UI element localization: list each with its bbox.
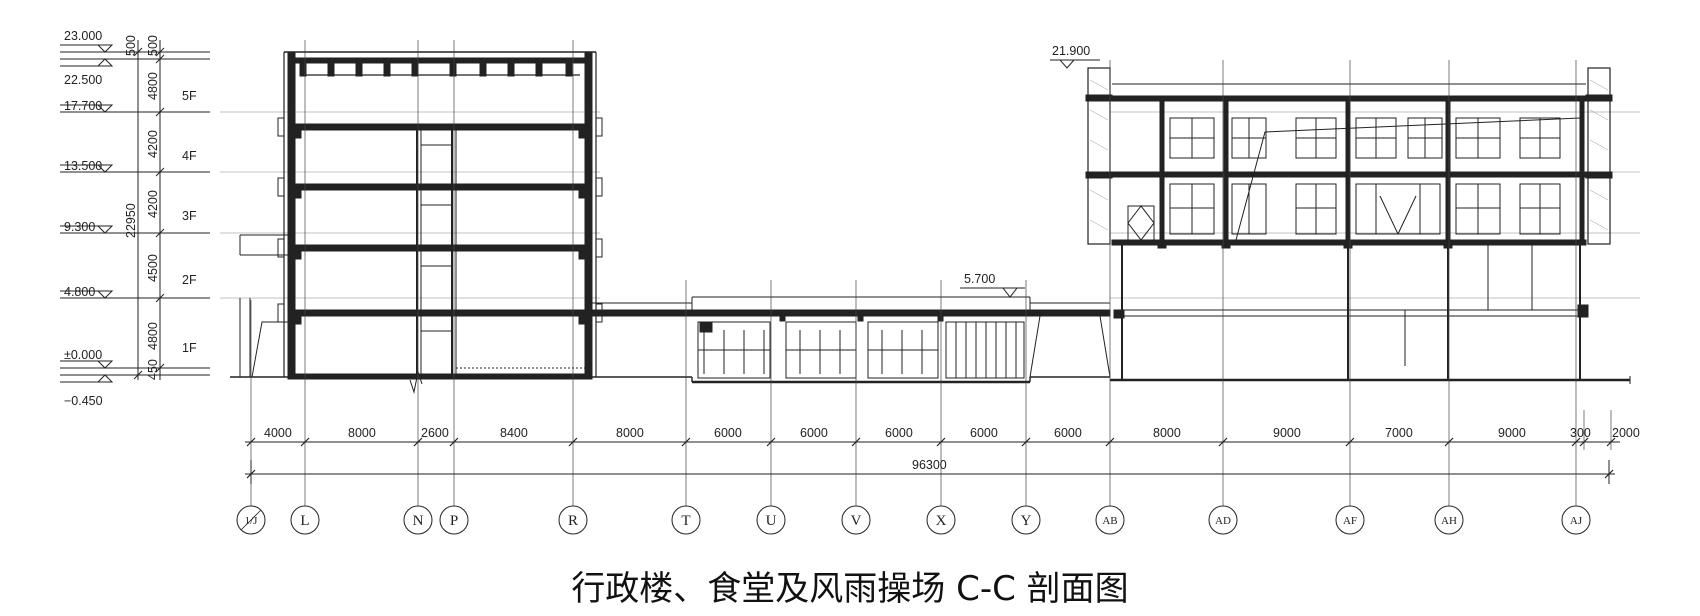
span-label: 6000 xyxy=(800,426,828,440)
floor-label: 3F xyxy=(182,209,197,223)
elevation-label: 4.800 xyxy=(64,285,95,299)
axis-label: AH xyxy=(1441,515,1457,527)
axis-bubble: AD xyxy=(1208,505,1238,535)
elevation-label: ±0.000 xyxy=(64,348,102,362)
axis-label: T xyxy=(681,513,690,529)
axis-label: AB xyxy=(1102,515,1117,527)
floor-height-label: 500 xyxy=(124,35,138,56)
axis-bubble: AJ xyxy=(1561,505,1591,535)
axis-label: AD xyxy=(1215,515,1231,527)
axis-bubble: R xyxy=(558,505,588,535)
axis-bubble: V xyxy=(841,505,871,535)
administration-building xyxy=(220,51,603,394)
axis-label: Y xyxy=(1021,513,1032,529)
floor-height-label: 4800 xyxy=(146,72,160,100)
dimension-lines xyxy=(245,437,1620,484)
floor-height-label: 4500 xyxy=(146,254,160,282)
axis-bubble: U xyxy=(756,505,786,535)
axis-bubble: AB xyxy=(1095,505,1125,535)
drawing-title: 行政楼、食堂及风雨操场 C-C 剖面图 xyxy=(571,569,1128,609)
elevation-scale xyxy=(60,40,210,383)
span-label: 4000 xyxy=(264,426,292,440)
axis-bubble: Y xyxy=(1011,505,1041,535)
floor-height-label: 450 xyxy=(146,359,160,380)
elevation-label: 13.500 xyxy=(64,159,102,173)
floor-label: 5F xyxy=(182,89,197,103)
floor-height-label: 4200 xyxy=(146,190,160,218)
span-label: 9000 xyxy=(1498,426,1526,440)
span-label: 2000 xyxy=(1612,426,1640,440)
canteen-section xyxy=(591,287,1111,384)
span-label: 6000 xyxy=(1054,426,1082,440)
elevation-label: 5.700 xyxy=(964,272,995,286)
axis-bubble: N xyxy=(403,505,433,535)
axis-label: P xyxy=(450,513,458,529)
elevation-label: 17.700 xyxy=(64,99,102,113)
elevation-label: 21.900 xyxy=(1052,44,1090,58)
span-label: 8000 xyxy=(616,426,644,440)
span-label: 2600 xyxy=(421,426,449,440)
axis-bubble: T xyxy=(671,505,701,535)
total-height-label: 22950 xyxy=(124,203,138,238)
axis-bubble: AF xyxy=(1335,505,1365,535)
axis-label: AF xyxy=(1343,515,1357,527)
sports-hall-building xyxy=(1050,59,1640,384)
floor-label: 4F xyxy=(182,149,197,163)
floor-label: 1F xyxy=(182,341,197,355)
axis-label: R xyxy=(568,513,578,529)
axis-label: L xyxy=(300,513,309,529)
axis-label: AJ xyxy=(1570,515,1583,527)
total-length-label: 96300 xyxy=(912,458,947,472)
axis-label: U xyxy=(766,513,777,529)
axis-grid xyxy=(250,40,1612,510)
floor-height-label: 4800 xyxy=(146,322,160,350)
floor-height-label: 500 xyxy=(146,35,160,56)
axis-bubble: X xyxy=(926,505,956,535)
span-labels: 4000 8000 2600 8400 8000 6000 6000 6000 … xyxy=(264,426,1640,472)
axis-label: V xyxy=(851,513,862,529)
axis-bubbles: 1/J L N P R T U V X Y AB AD AF AH AJ xyxy=(236,505,1591,535)
span-label: 8000 xyxy=(348,426,376,440)
span-label: 300 xyxy=(1570,426,1591,440)
span-label: 8400 xyxy=(500,426,528,440)
elevation-label: 9.300 xyxy=(64,220,95,234)
elevation-label: 22.500 xyxy=(64,73,102,87)
floor-height-label: 4200 xyxy=(146,130,160,158)
axis-bubble: L xyxy=(290,505,320,535)
axis-label: X xyxy=(936,513,947,529)
axis-bubble: 1/J xyxy=(236,505,266,535)
floor-label: 2F xyxy=(182,273,197,287)
span-label: 7000 xyxy=(1385,426,1413,440)
axis-label: 1/J xyxy=(245,515,259,527)
span-label: 6000 xyxy=(970,426,998,440)
axis-bubble: P xyxy=(439,505,469,535)
span-label: 6000 xyxy=(885,426,913,440)
elevation-label: −0.450 xyxy=(64,394,103,408)
elevation-label: 23.000 xyxy=(64,29,102,43)
axis-label: N xyxy=(413,513,424,529)
axis-bubble: AH xyxy=(1434,505,1464,535)
span-label: 6000 xyxy=(714,426,742,440)
span-label: 9000 xyxy=(1273,426,1301,440)
span-label: 8000 xyxy=(1153,426,1181,440)
